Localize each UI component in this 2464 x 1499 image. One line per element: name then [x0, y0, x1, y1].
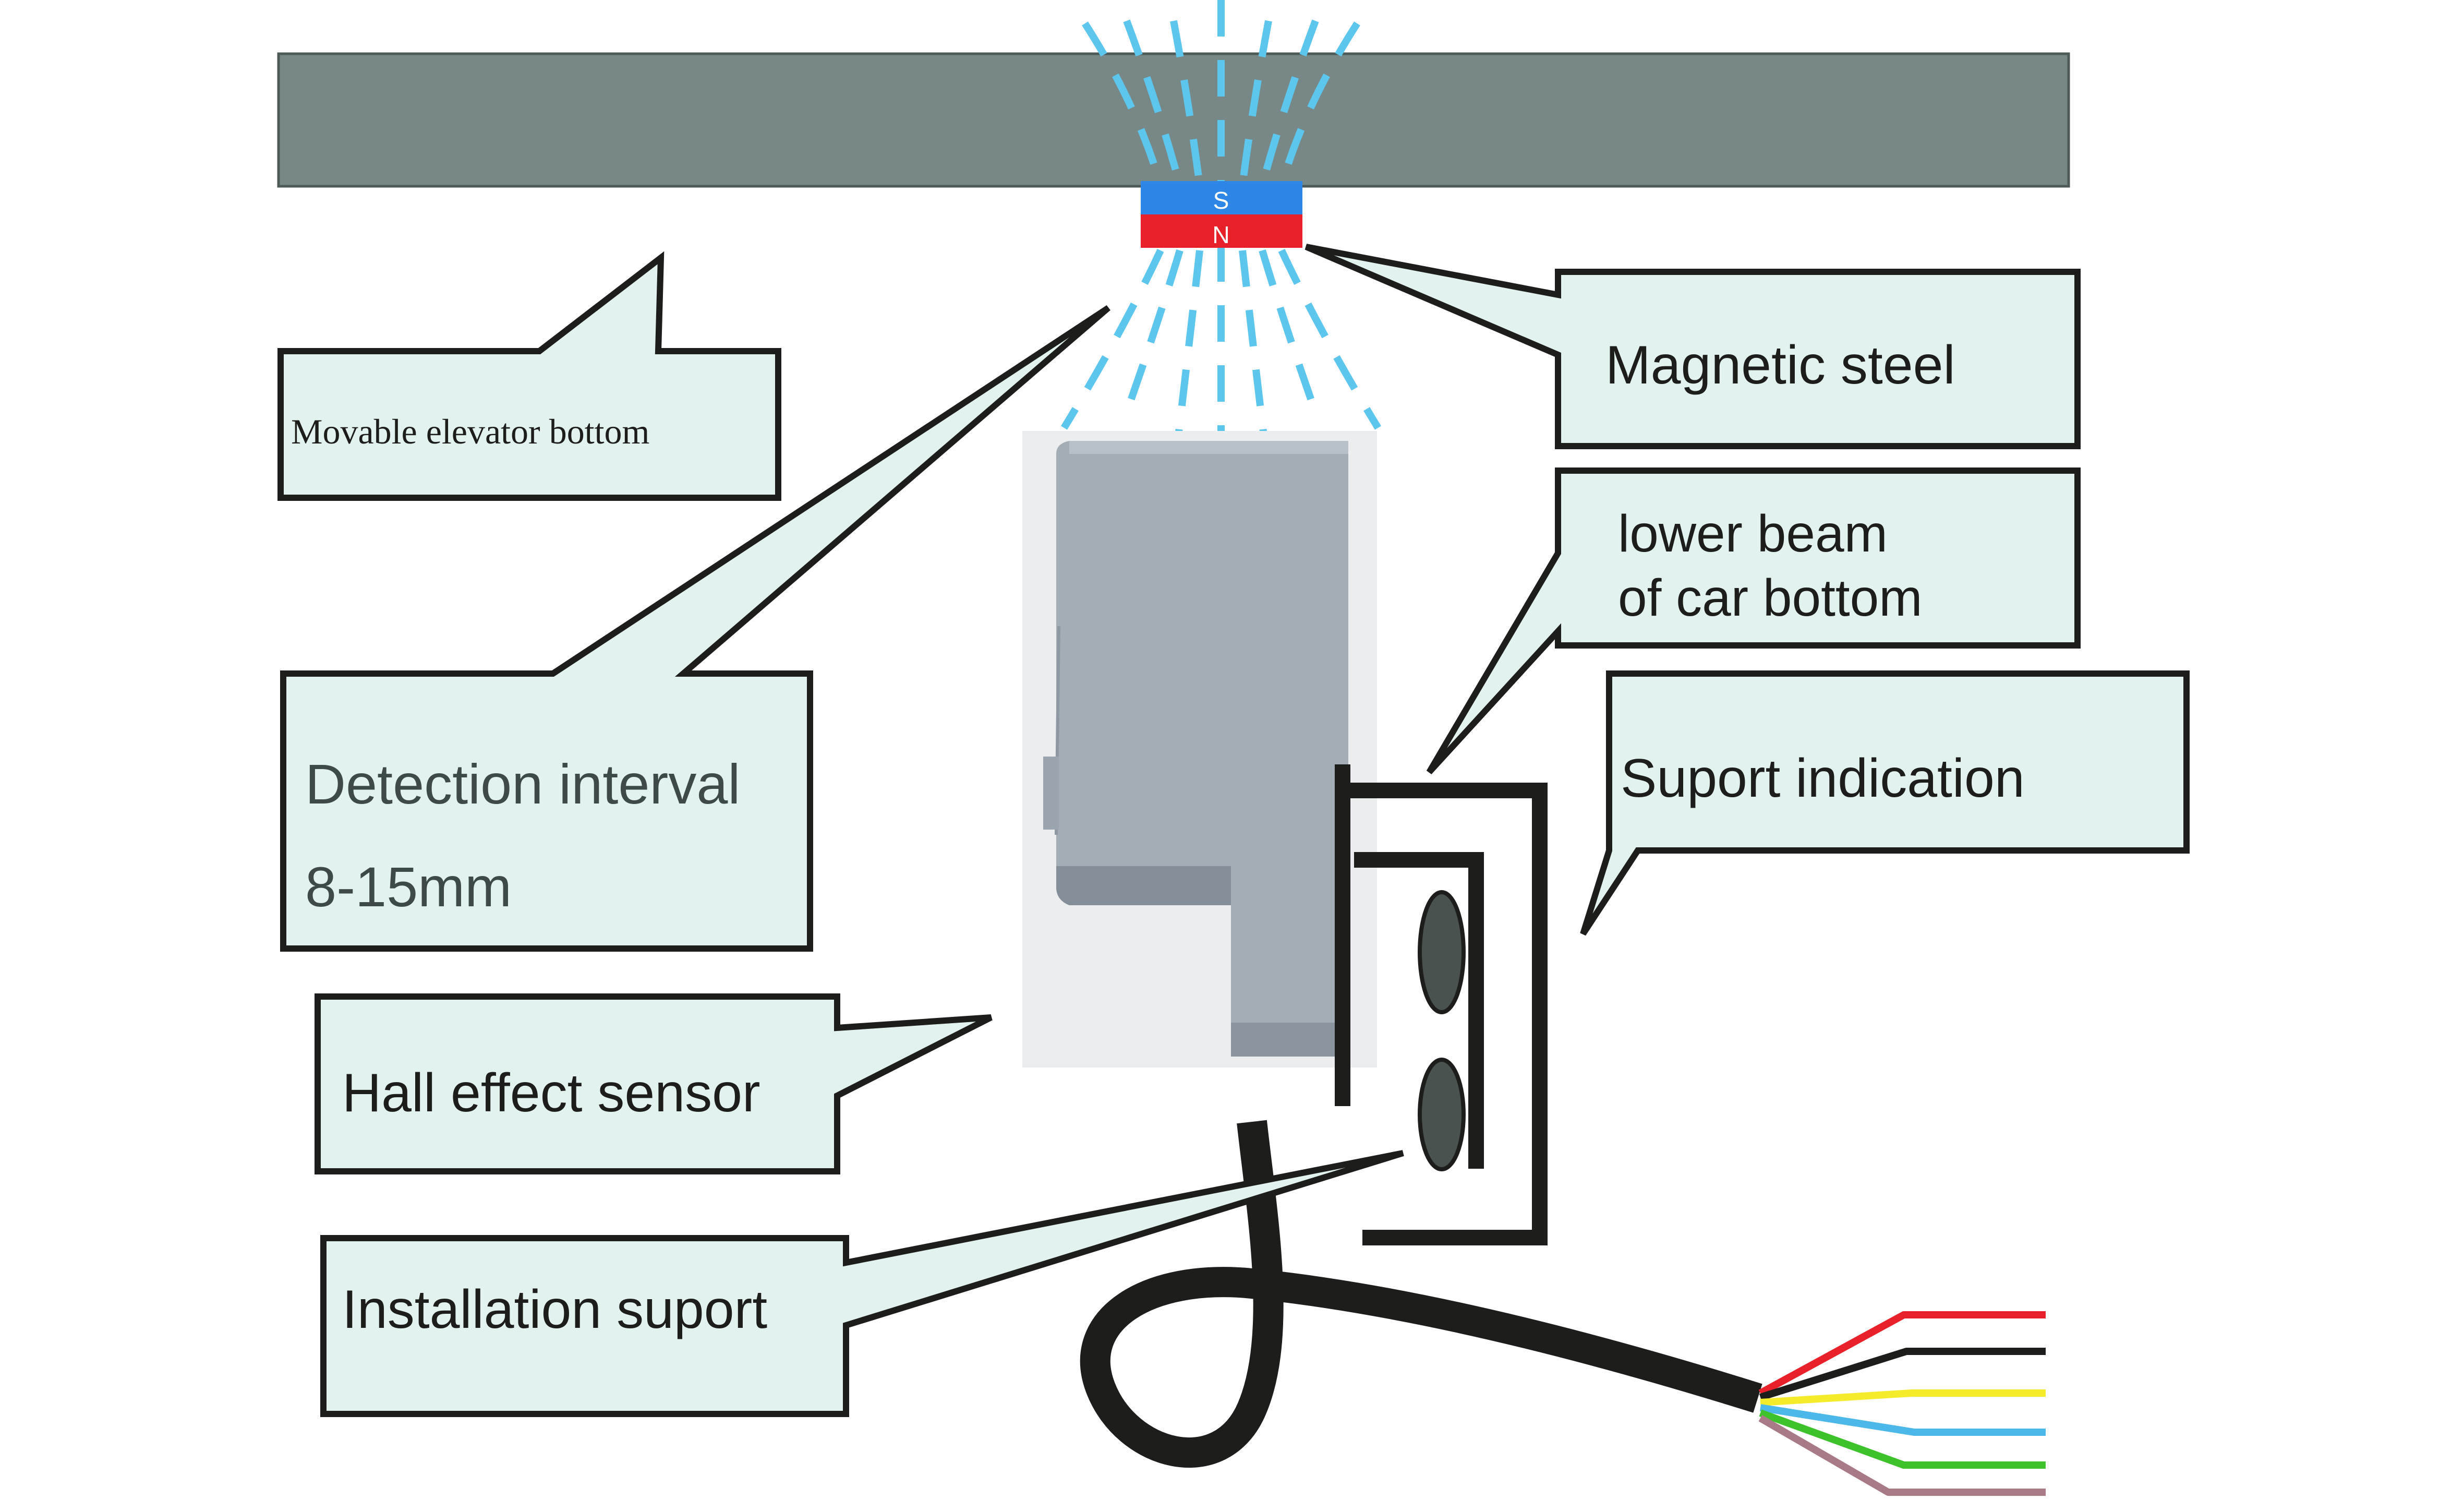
callout-detection-interval	[280, 305, 1110, 952]
callout-installation-support	[320, 1150, 1404, 1417]
magnet-north-pole	[1141, 214, 1302, 248]
wire-black	[1759, 1348, 2046, 1401]
cable-wires	[1758, 1311, 2046, 1496]
label-installation-support: Installation suport	[342, 1279, 767, 1340]
magnetic-field-lines	[1061, 0, 1381, 454]
installation-support-bracket	[1335, 764, 1548, 1245]
label-detection-interval-line1: Detection interval	[305, 752, 740, 816]
magnet-north-label: N	[1212, 221, 1229, 248]
label-lower-beam-line2: of car bottom	[1618, 569, 1923, 627]
callout-support-indication	[1580, 670, 2190, 936]
wire-mauve	[1758, 1414, 2046, 1496]
label-lower-beam-line1: lower beam	[1618, 505, 1888, 563]
magnet-south-pole	[1141, 181, 1302, 214]
bracket-bolt-lower	[1418, 1058, 1466, 1171]
callout-magnetic-steel	[1305, 244, 2081, 449]
wire-red	[1758, 1311, 2046, 1397]
label-hall-effect-sensor: Hall effect sensor	[342, 1063, 760, 1123]
bracket-bolt-upper	[1418, 890, 1466, 1014]
sensor-cable	[1080, 1120, 1762, 1468]
label-support-indication: Suport indication	[1621, 748, 2025, 809]
callout-hall-effect-sensor	[315, 993, 993, 1174]
label-magnetic-steel: Magnetic steel	[1605, 335, 1955, 395]
label-movable-elevator-bottom: Movable elevator bottom	[291, 412, 649, 451]
wire-green	[1759, 1409, 2046, 1469]
wire-blue	[1759, 1404, 2046, 1436]
hall-effect-sensor-body	[1043, 441, 1348, 1057]
magnet-south-label: S	[1213, 187, 1229, 214]
callout-movable-elevator-bottom	[277, 251, 781, 501]
callout-lower-beam	[1426, 467, 2081, 775]
label-detection-interval-line2: 8-15mm	[305, 855, 512, 918]
wire-yellow	[1760, 1389, 2046, 1406]
